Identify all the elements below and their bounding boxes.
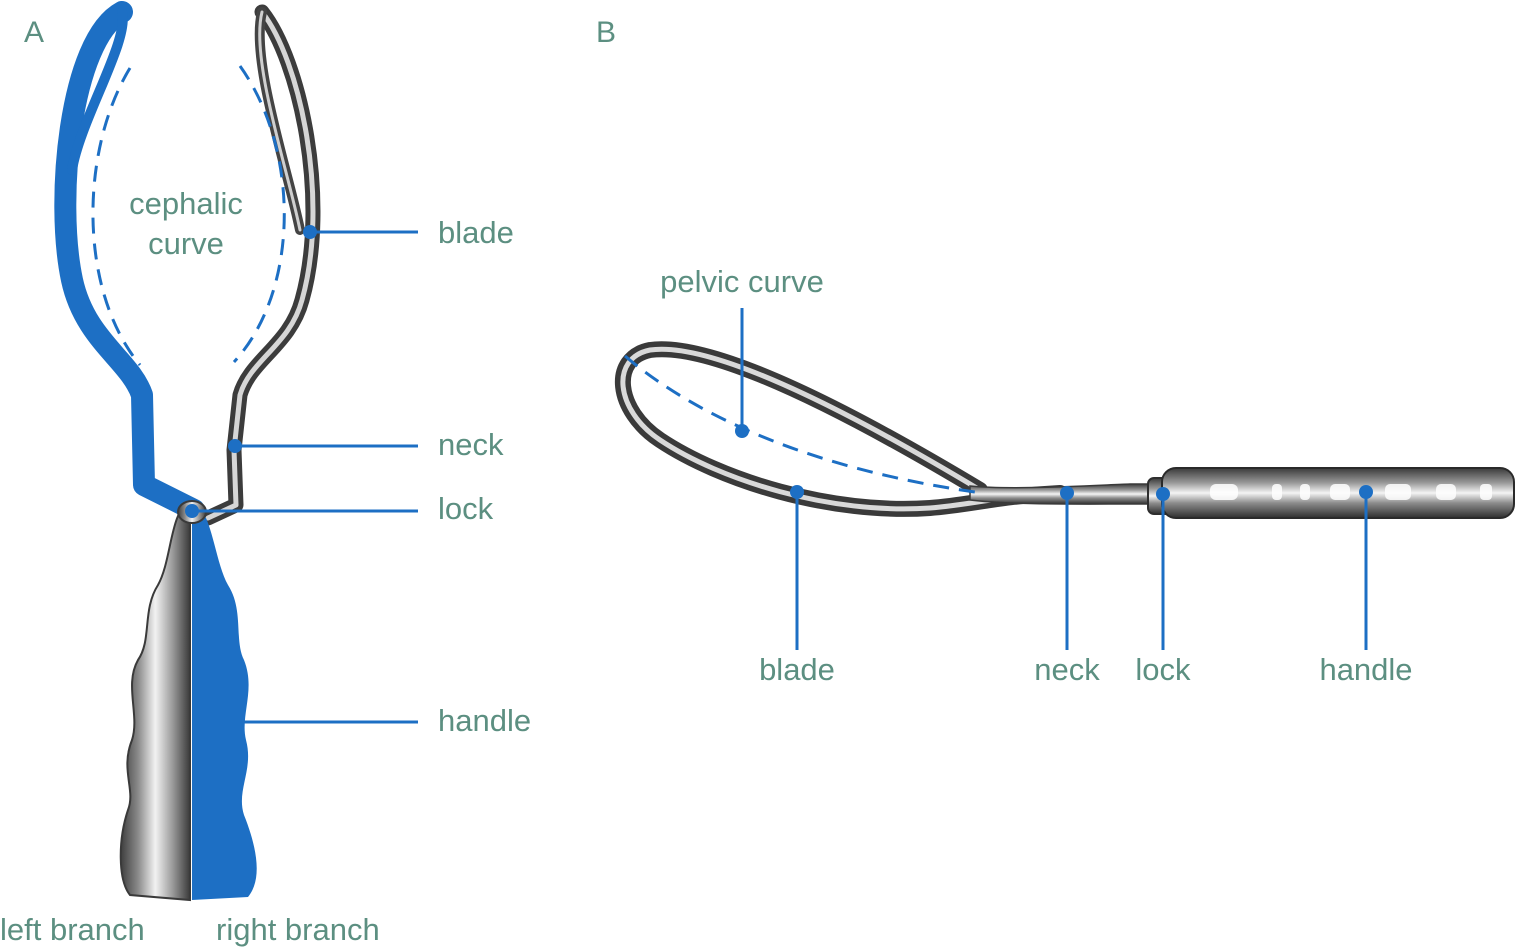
label-a-blade: blade — [438, 215, 514, 250]
leader-b-pelvic-curve — [735, 308, 749, 438]
label-left-branch: left branch — [0, 912, 145, 947]
cephalic-curve-label-line1: cephalic — [129, 186, 243, 221]
cephalic-curve-left-dash — [91, 67, 142, 366]
cephalic-curve-right-dash — [232, 65, 286, 364]
panel-b: B pelvic curve — [596, 16, 1515, 687]
leader-a-lock — [185, 504, 418, 518]
leader-b-lock — [1156, 487, 1170, 650]
panel-b-letter: B — [596, 16, 616, 49]
label-a-lock: lock — [438, 491, 494, 526]
leader-b-neck — [1060, 486, 1074, 650]
cephalic-curve-label-line2: curve — [148, 226, 224, 261]
label-a-neck: neck — [438, 427, 504, 462]
leader-b-blade — [790, 485, 804, 650]
left-handle-steel — [119, 500, 191, 902]
leader-b-handle — [1359, 485, 1373, 650]
pelvic-curve-dash — [624, 354, 976, 494]
panel-a-letter: A — [24, 16, 44, 49]
handle-highlights — [1210, 484, 1492, 500]
left-blade-blue — [54, 1, 205, 521]
leader-a-blade — [303, 225, 418, 239]
label-right-branch: right branch — [216, 912, 380, 947]
label-b-neck: neck — [1034, 652, 1100, 687]
label-b-lock: lock — [1135, 652, 1191, 687]
label-b-handle: handle — [1319, 652, 1412, 687]
pelvic-curve-label: pelvic curve — [660, 264, 824, 299]
label-a-handle: handle — [438, 703, 531, 738]
right-handle-blue — [192, 502, 257, 900]
panel-a: A cephalic curve — [0, 1, 531, 947]
label-b-blade: blade — [759, 652, 835, 687]
side-blade-steel — [614, 341, 1068, 517]
leader-a-neck — [228, 439, 418, 453]
